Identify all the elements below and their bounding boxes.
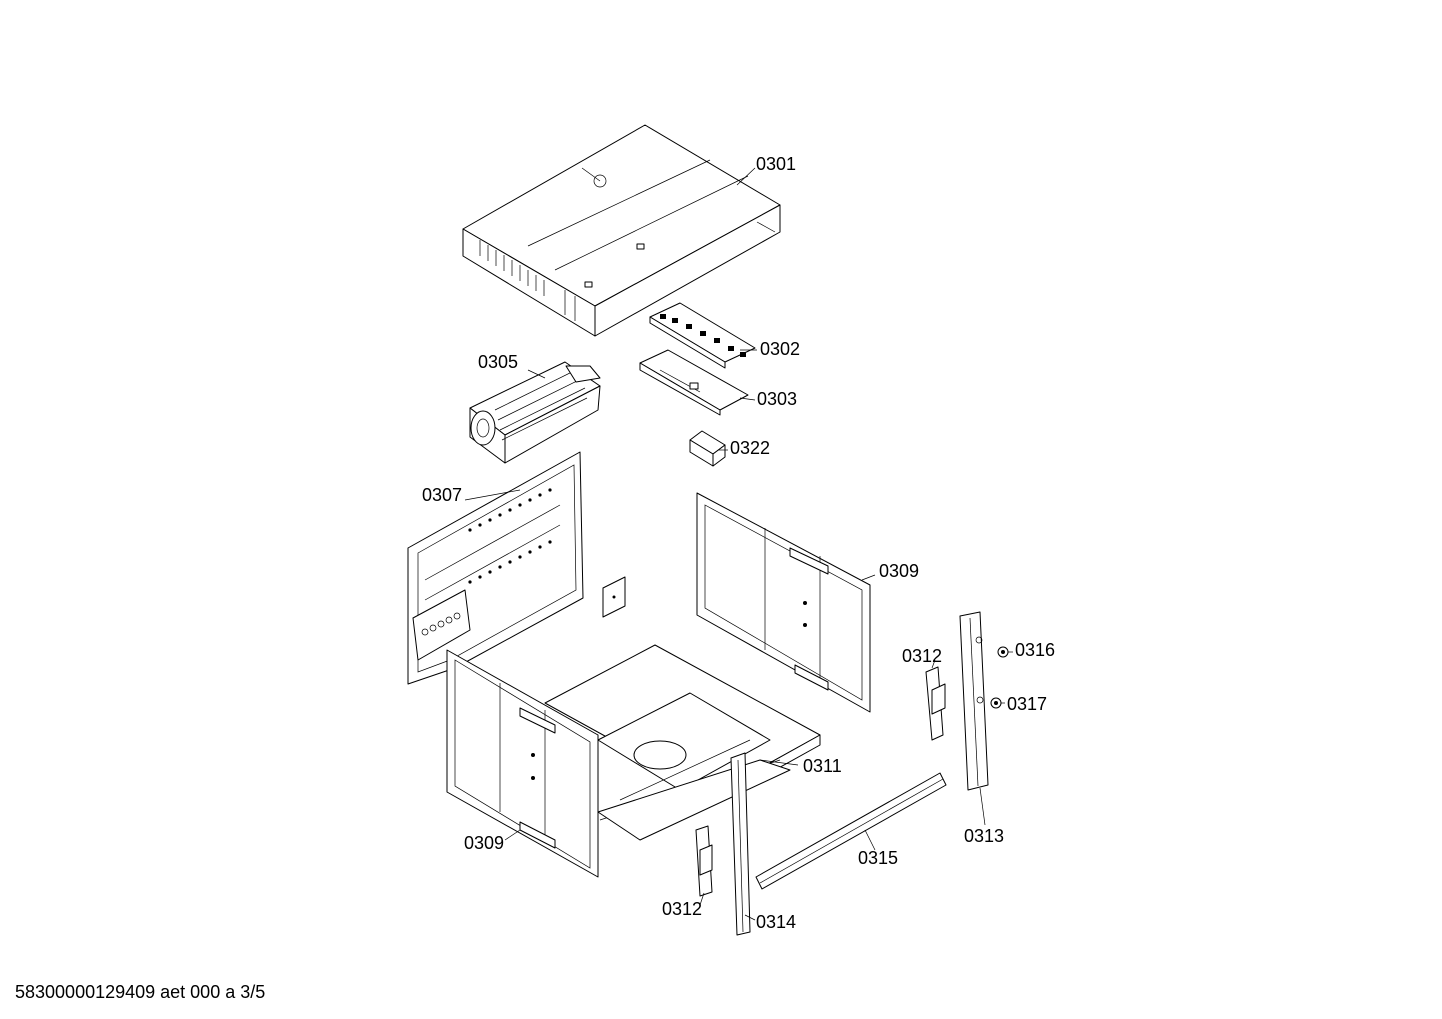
label-0316: 0316 — [1015, 640, 1056, 660]
label-0311: 0311 — [803, 756, 842, 776]
label-0312-right: 0312 — [902, 646, 943, 666]
part-0315-horizontal-rail — [755, 772, 947, 890]
label-0305: 0305 — [478, 352, 519, 372]
label-0303: 0303 — [757, 389, 798, 409]
part-0312-rail-support-right — [925, 666, 946, 741]
label-0314: 0314 — [756, 912, 797, 932]
part-0312-rail-support-bottom — [695, 825, 713, 897]
part-0317-screw — [990, 697, 1002, 709]
label-0307: 0307 — [422, 485, 463, 505]
label-0315: 0315 — [858, 848, 899, 868]
label-0317: 0317 — [1007, 694, 1048, 714]
part-0301-top-cover — [462, 124, 781, 337]
label-0312-bottom: 0312 — [662, 899, 703, 919]
document-id-footer: 58300000129409 aet 000 a 3/5 — [15, 982, 266, 1002]
label-0309-left: 0309 — [464, 833, 505, 853]
part-0309-right-side-panel — [696, 492, 871, 713]
leader-lines — [464, 167, 1013, 921]
part-0322-connector — [689, 430, 726, 467]
label-0302: 0302 — [760, 339, 801, 359]
label-0309-right: 0309 — [879, 561, 920, 581]
part-0316-nut — [997, 646, 1009, 658]
part-0305-tangential-fan — [469, 361, 601, 464]
label-0313: 0313 — [964, 826, 1005, 846]
part-0313-vertical-rail-right — [959, 611, 989, 791]
part-0303-board-carrier — [639, 349, 749, 416]
label-0322: 0322 — [730, 438, 771, 458]
part-0307-back-panel — [407, 451, 584, 685]
part-0314-vertical-rail-left — [730, 752, 751, 936]
label-0301: 0301 — [756, 154, 797, 174]
part-0302-control-board — [649, 302, 756, 369]
part-bracket-small — [602, 576, 626, 618]
part-0309-left-side-panel — [446, 649, 599, 878]
